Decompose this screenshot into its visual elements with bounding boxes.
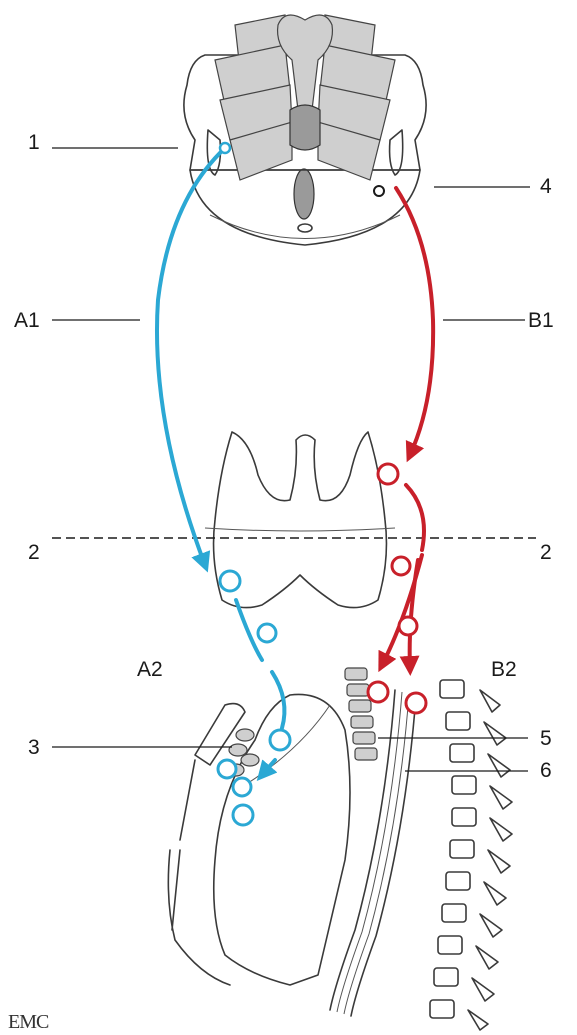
ganglion-b: [258, 624, 276, 642]
ganglion-f: [233, 805, 253, 825]
label-5: 5: [540, 727, 552, 750]
ganglion-r4: [368, 682, 388, 702]
ganglion-e: [233, 778, 251, 796]
label-6: 6: [540, 759, 552, 782]
label-a1: A1: [14, 309, 40, 332]
label-2-right: 2: [540, 541, 552, 564]
label-b2: B2: [491, 658, 517, 681]
ganglion-d: [218, 760, 236, 778]
ganglion-r2: [392, 557, 410, 575]
label-4: 4: [540, 175, 552, 198]
label-1: 1: [28, 131, 40, 154]
ganglion-r1: [378, 464, 398, 484]
label-b1: B1: [528, 309, 554, 332]
ganglion-4: [374, 186, 384, 196]
label-2-left: 2: [28, 541, 40, 564]
ganglion-c: [270, 730, 290, 750]
lower-organ: [168, 694, 350, 985]
ganglion-r5: [406, 693, 426, 713]
blue-pathway: [157, 143, 290, 825]
label-a2: A2: [137, 658, 163, 681]
credit-logo: EMC: [8, 1011, 49, 1033]
spinal-column: [330, 668, 512, 1030]
ganglion-r3: [399, 617, 417, 635]
red-pathway: [368, 186, 433, 713]
ganglion-1: [220, 143, 230, 153]
brainstem-cross-section: [184, 15, 426, 245]
ganglion-a: [220, 571, 240, 591]
label-3: 3: [28, 736, 40, 759]
